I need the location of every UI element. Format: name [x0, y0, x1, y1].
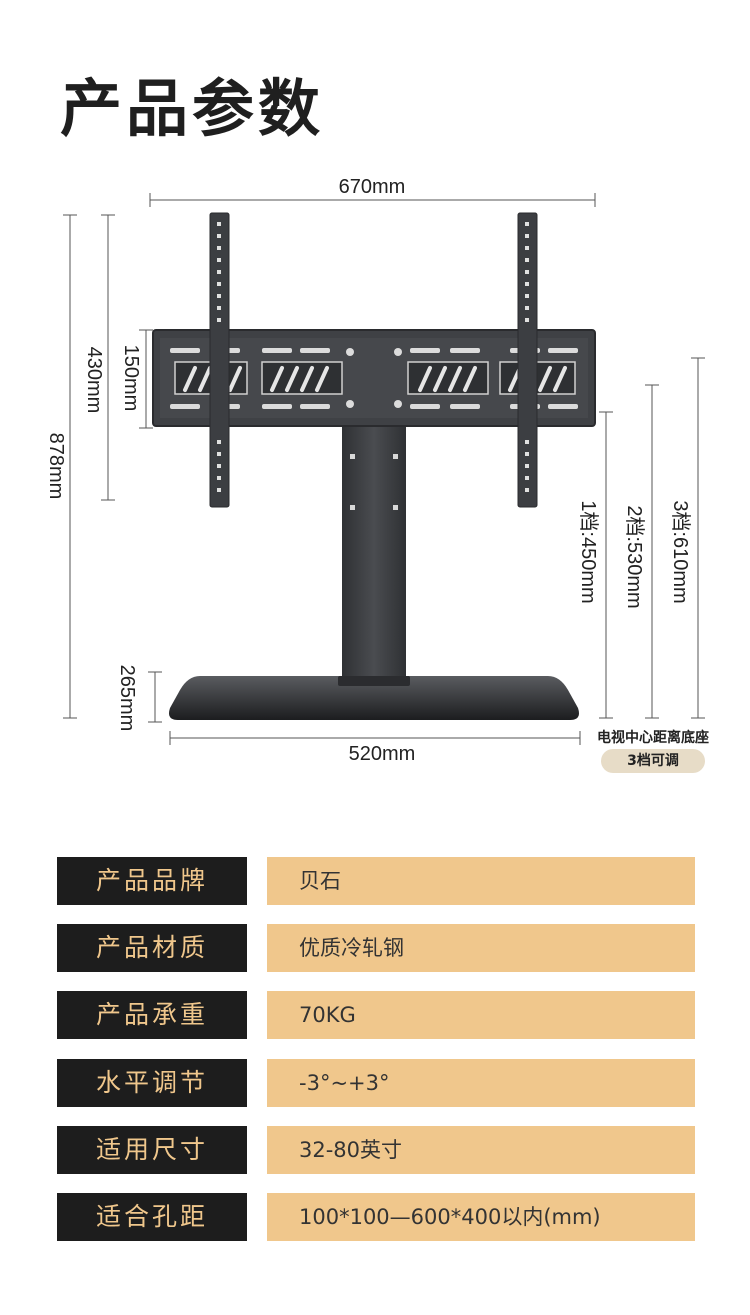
spec-row-load: 产品承重 70KG [57, 991, 695, 1039]
spec-value: 100*100—600*400以内(mm) [267, 1193, 695, 1241]
right-arm [517, 212, 538, 508]
spec-value: 32-80英寸 [267, 1126, 695, 1174]
bracket-height-label: 430mm [83, 347, 105, 414]
dimension-lines [63, 193, 705, 745]
base-width-label: 520mm [349, 743, 416, 765]
spec-value: -3°~+3° [267, 1059, 695, 1107]
plate-height-label: 150mm [120, 345, 142, 412]
center-distance-note: 电视中心距离底座 [597, 729, 709, 746]
spec-label: 产品材质 [57, 924, 247, 972]
level1-label: 1档:450mm [577, 500, 600, 603]
level3-label: 3档:610mm [669, 500, 692, 603]
page-title: 产品参数 [60, 72, 325, 145]
spec-row-size: 适用尺寸 32-80英寸 [57, 1126, 695, 1174]
top-width-label: 670mm [339, 176, 406, 198]
tv-stand-illustration [152, 212, 596, 720]
spec-value: 贝石 [267, 857, 695, 905]
spec-label: 产品承重 [57, 991, 247, 1039]
spec-row-brand: 产品品牌 贝石 [57, 857, 695, 905]
level2-label: 2档:530mm [623, 505, 646, 608]
stand-base [169, 676, 579, 720]
left-arm [209, 212, 230, 508]
spec-value: 70KG [267, 991, 695, 1039]
tv-stand-dimension-diagram: 670mm 878mm 430mm 150mm 265mm 520mm 1档:4… [45, 176, 709, 765]
spec-row-vesa: 适合孔距 100*100—600*400以内(mm) [57, 1193, 695, 1241]
spec-label: 适用尺寸 [57, 1126, 247, 1174]
stand-column [342, 418, 406, 680]
spec-row-tilt: 水平调节 -3°~+3° [57, 1059, 695, 1107]
base-height-label: 265mm [116, 665, 138, 732]
spec-value: 优质冷轧钢 [267, 924, 695, 972]
adjustable-levels-badge: 3档可调 [601, 749, 705, 773]
spec-label: 适合孔距 [57, 1193, 247, 1241]
total-height-label: 878mm [45, 433, 67, 500]
spec-label: 水平调节 [57, 1059, 247, 1107]
spec-label: 产品品牌 [57, 857, 247, 905]
spec-row-material: 产品材质 优质冷轧钢 [57, 924, 695, 972]
